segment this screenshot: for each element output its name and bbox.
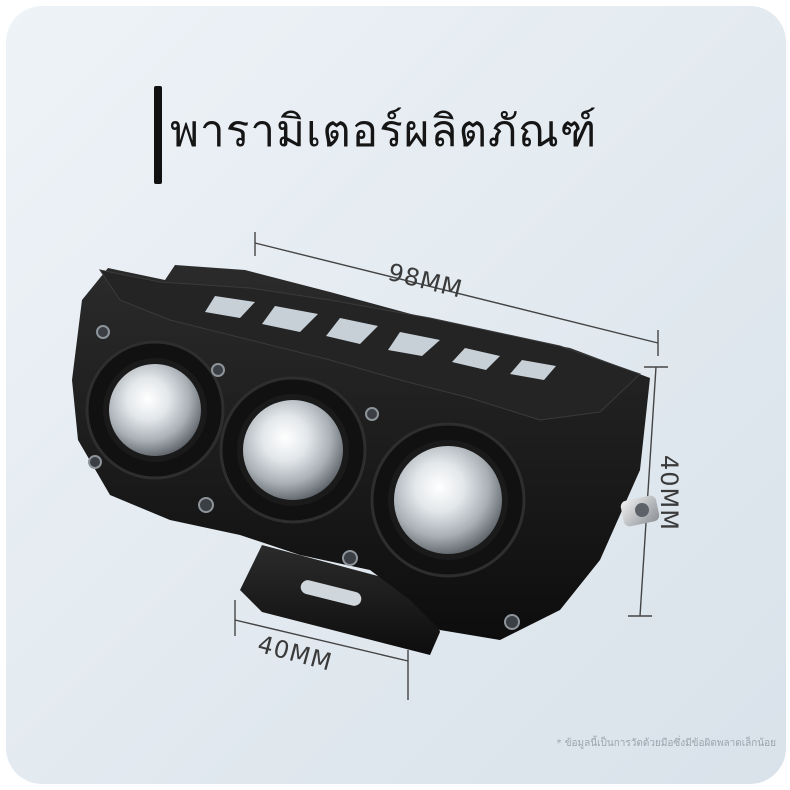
screws	[88, 325, 520, 630]
dimension-line-height	[628, 366, 668, 617]
shield-vents	[205, 296, 556, 380]
lens-left	[85, 340, 225, 480]
dimension-line-length	[254, 232, 659, 356]
bracket-slot	[300, 580, 362, 606]
lens-middle	[219, 376, 367, 524]
dimension-height-label: 40MM	[655, 455, 683, 531]
measurement-footnote: * ข้อมูลนี้เป็นการวัดด้วยมือซึ่งมีข้อผิด…	[556, 738, 776, 749]
lens-right	[370, 422, 526, 578]
side-bolt-icon	[620, 495, 660, 527]
title-accent-bar	[154, 86, 162, 184]
dimension-line-width	[234, 600, 409, 700]
page-title: พารามิเตอร์ผลิตภัณฑ์	[170, 106, 598, 157]
